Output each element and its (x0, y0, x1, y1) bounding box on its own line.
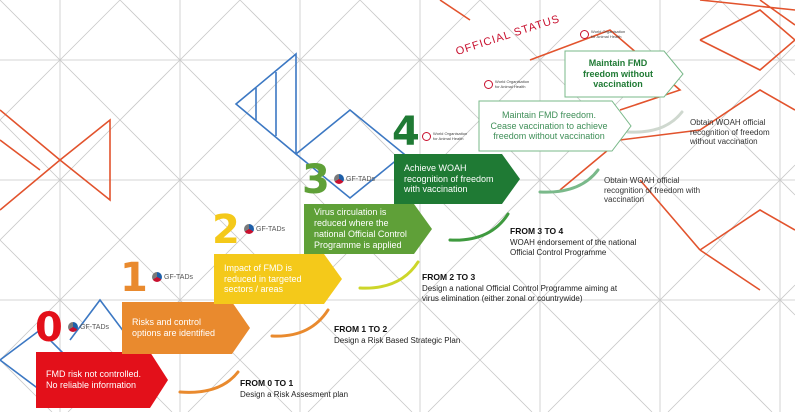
maintain-final-text: Maintain FMD freedom without vaccination (583, 57, 653, 90)
stage-1-arrow: Risks and control options are identified (122, 302, 250, 354)
maintain-final-arrow-outline (564, 50, 684, 98)
maintain-cease-arrow-outline (478, 100, 632, 152)
step-1-2-title: FROM 1 TO 2 (334, 324, 388, 334)
step-3-4-desc: WOAH endorsement of the national Officia… (510, 238, 637, 257)
woah-logo-final: World Organisation for Animal Health (580, 29, 629, 39)
step-1-2-desc: Design a Risk Based Strategic Plan (334, 336, 461, 345)
stage-number-2: 2 (212, 207, 240, 253)
step-0-1-desc: Design a Risk Assesment plan (240, 390, 349, 399)
maintain-cease-text: Maintain FMD freedom. Cease vaccination … (490, 109, 608, 142)
gf-tads-logo-1: GF-TADs (152, 272, 193, 282)
gf-tads-logo-0: GF-TADs (68, 322, 109, 332)
step-0-1-title: FROM 0 TO 1 (240, 378, 294, 388)
step-2-3-title: FROM 2 TO 3 (422, 272, 476, 282)
step-3-4-title: FROM 3 TO 4 (510, 226, 564, 236)
woah-logo-top: World Organisation for Animal Health (484, 79, 533, 89)
stage-number-3: 3 (302, 157, 330, 203)
stage-3-arrow: Virus circulation is reduced where the n… (304, 204, 432, 254)
outcome-with-vaccination: Obtain WOAH official recognition of free… (604, 176, 701, 205)
stage-4-arrow: Achieve WOAH recognition of freedom with… (394, 154, 520, 204)
gf-tads-logo-3: GF-TADs (334, 174, 375, 184)
woah-logo-4: World Organisation for Animal Health (422, 131, 471, 141)
stage-0-arrow: FMD risk not controlled. No reliable inf… (36, 352, 168, 408)
stage-2-arrow: Impact of FMD is reduced in targeted sec… (214, 254, 342, 304)
gf-tads-logo-2: GF-TADs (244, 224, 285, 234)
stage-number-0: 0 (35, 305, 63, 351)
stage-number-1: 1 (120, 255, 148, 301)
stage-number-4: 4 (392, 109, 420, 155)
outcome-without-vaccination: Obtain WOAH official recognition of free… (690, 118, 770, 147)
step-2-3-desc: Design a national Official Control Progr… (422, 284, 618, 303)
